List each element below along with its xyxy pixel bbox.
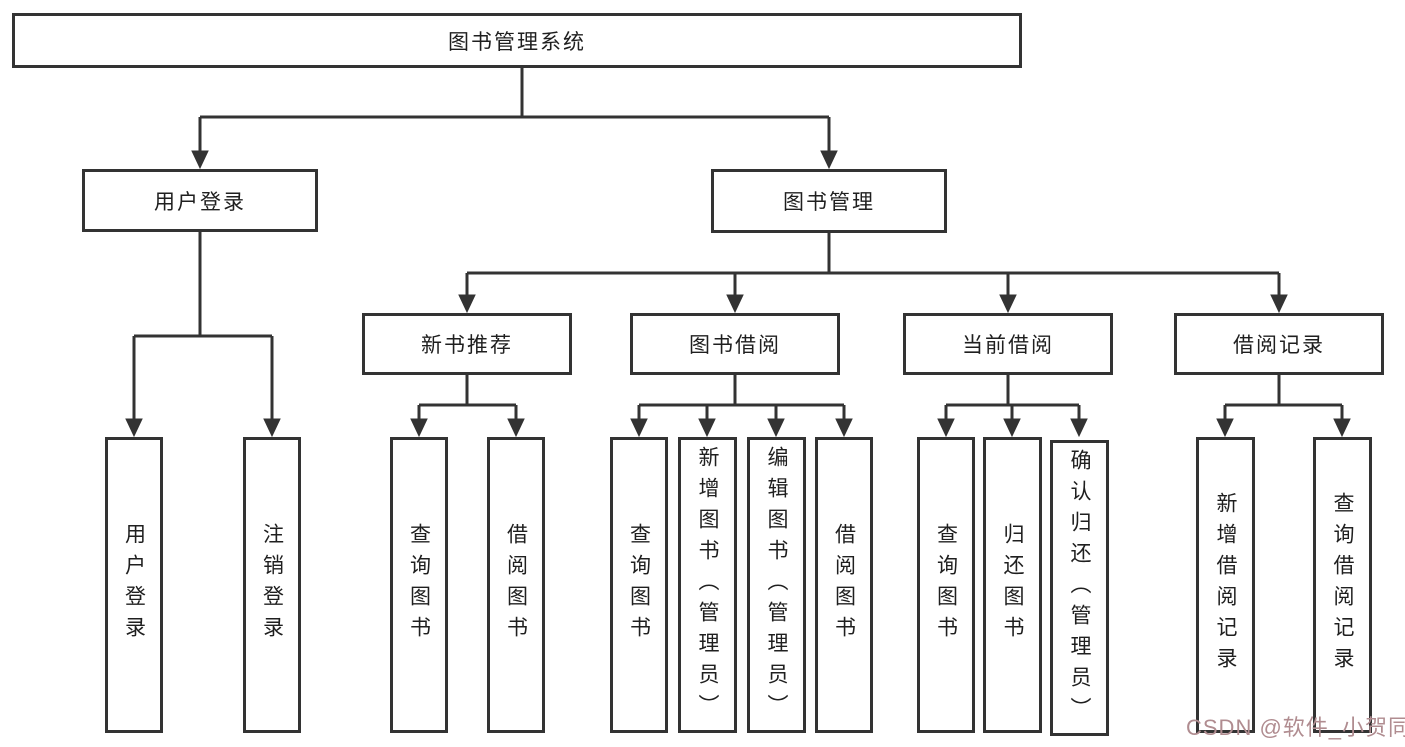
- arrowhead-icon: [1003, 418, 1021, 438]
- leaf-query-books-borrow: 查询图书: [610, 437, 668, 733]
- arrowhead-icon: [263, 418, 281, 438]
- arrowhead-icon: [726, 294, 744, 314]
- leaf-query-borrow-record-label: 查询借阅记录: [1331, 492, 1354, 678]
- arrowhead-icon: [937, 418, 955, 438]
- node-book-borrowing-label: 图书借阅: [689, 334, 781, 357]
- leaf-add-borrow-record-label: 新增借阅记录: [1214, 492, 1237, 678]
- arrowhead-icon: [698, 418, 716, 438]
- arrowhead-icon: [767, 418, 785, 438]
- arrowhead-icon: [507, 418, 525, 438]
- leaf-borrow-books-recommend: 借阅图书: [487, 437, 545, 733]
- leaf-user-login-label: 用户登录: [122, 523, 146, 647]
- leaf-query-books-current: 查询图书: [917, 437, 975, 733]
- node-user-login: 用户登录: [82, 169, 318, 232]
- arrowhead-icon: [191, 150, 209, 170]
- leaf-query-books-recommend-label: 查询图书: [407, 523, 431, 647]
- leaf-logout-label: 注销登录: [260, 523, 284, 647]
- leaf-query-books-current-label: 查询图书: [934, 523, 958, 647]
- leaf-borrow-books: 借阅图书: [815, 437, 873, 733]
- leaf-confirm-return-admin: 确认归还（管理员）: [1050, 440, 1109, 736]
- leaf-borrow-books-label: 借阅图书: [832, 523, 856, 647]
- node-borrowing-records: 借阅记录: [1174, 313, 1384, 375]
- leaf-add-book-admin: 新增图书（管理员）: [678, 437, 737, 733]
- arrowhead-icon: [1216, 418, 1234, 438]
- arrowhead-icon: [1070, 418, 1088, 438]
- arrowhead-icon: [999, 294, 1017, 314]
- leaf-confirm-return-admin-label: 确认归还（管理员）: [1068, 448, 1091, 728]
- node-library-management-system: 图书管理系统: [12, 13, 1022, 68]
- node-current-borrowing: 当前借阅: [903, 313, 1113, 375]
- leaf-user-login: 用户登录: [105, 437, 163, 733]
- node-new-book-recommend: 新书推荐: [362, 313, 572, 375]
- leaf-return-book: 归还图书: [983, 437, 1042, 733]
- node-book-borrowing: 图书借阅: [630, 313, 840, 375]
- leaf-edit-book-admin-label: 编辑图书（管理员）: [765, 445, 788, 725]
- node-borrowing-records-label: 借阅记录: [1233, 334, 1325, 357]
- arrowhead-icon: [820, 150, 838, 170]
- leaf-add-book-admin-label: 新增图书（管理员）: [696, 445, 719, 725]
- leaf-query-borrow-record: 查询借阅记录: [1313, 437, 1372, 733]
- leaf-edit-book-admin: 编辑图书（管理员）: [747, 437, 806, 733]
- arrowhead-icon: [1333, 418, 1351, 438]
- arrowhead-icon: [835, 418, 853, 438]
- leaf-borrow-books-recommend-label: 借阅图书: [504, 523, 528, 647]
- arrowhead-icon: [458, 294, 476, 314]
- node-new-book-recommend-label: 新书推荐: [421, 334, 513, 357]
- arrowhead-icon: [1270, 294, 1288, 314]
- leaf-query-books-recommend: 查询图书: [390, 437, 448, 733]
- arrowhead-icon: [630, 418, 648, 438]
- leaf-logout: 注销登录: [243, 437, 301, 733]
- node-book-management: 图书管理: [711, 169, 947, 233]
- csdn-watermark: CSDN @软件_小贺同学: [1186, 715, 1405, 740]
- leaf-query-books-borrow-label: 查询图书: [627, 523, 651, 647]
- leaf-add-borrow-record: 新增借阅记录: [1196, 437, 1255, 733]
- leaf-return-book-label: 归还图书: [1001, 523, 1024, 647]
- node-current-borrowing-label: 当前借阅: [962, 334, 1054, 357]
- node-library-management-system-label: 图书管理系统: [448, 30, 586, 54]
- arrowhead-icon: [125, 418, 143, 438]
- node-user-login-label: 用户登录: [154, 190, 246, 214]
- node-book-management-label: 图书管理: [783, 191, 875, 214]
- arrowhead-icon: [410, 418, 428, 438]
